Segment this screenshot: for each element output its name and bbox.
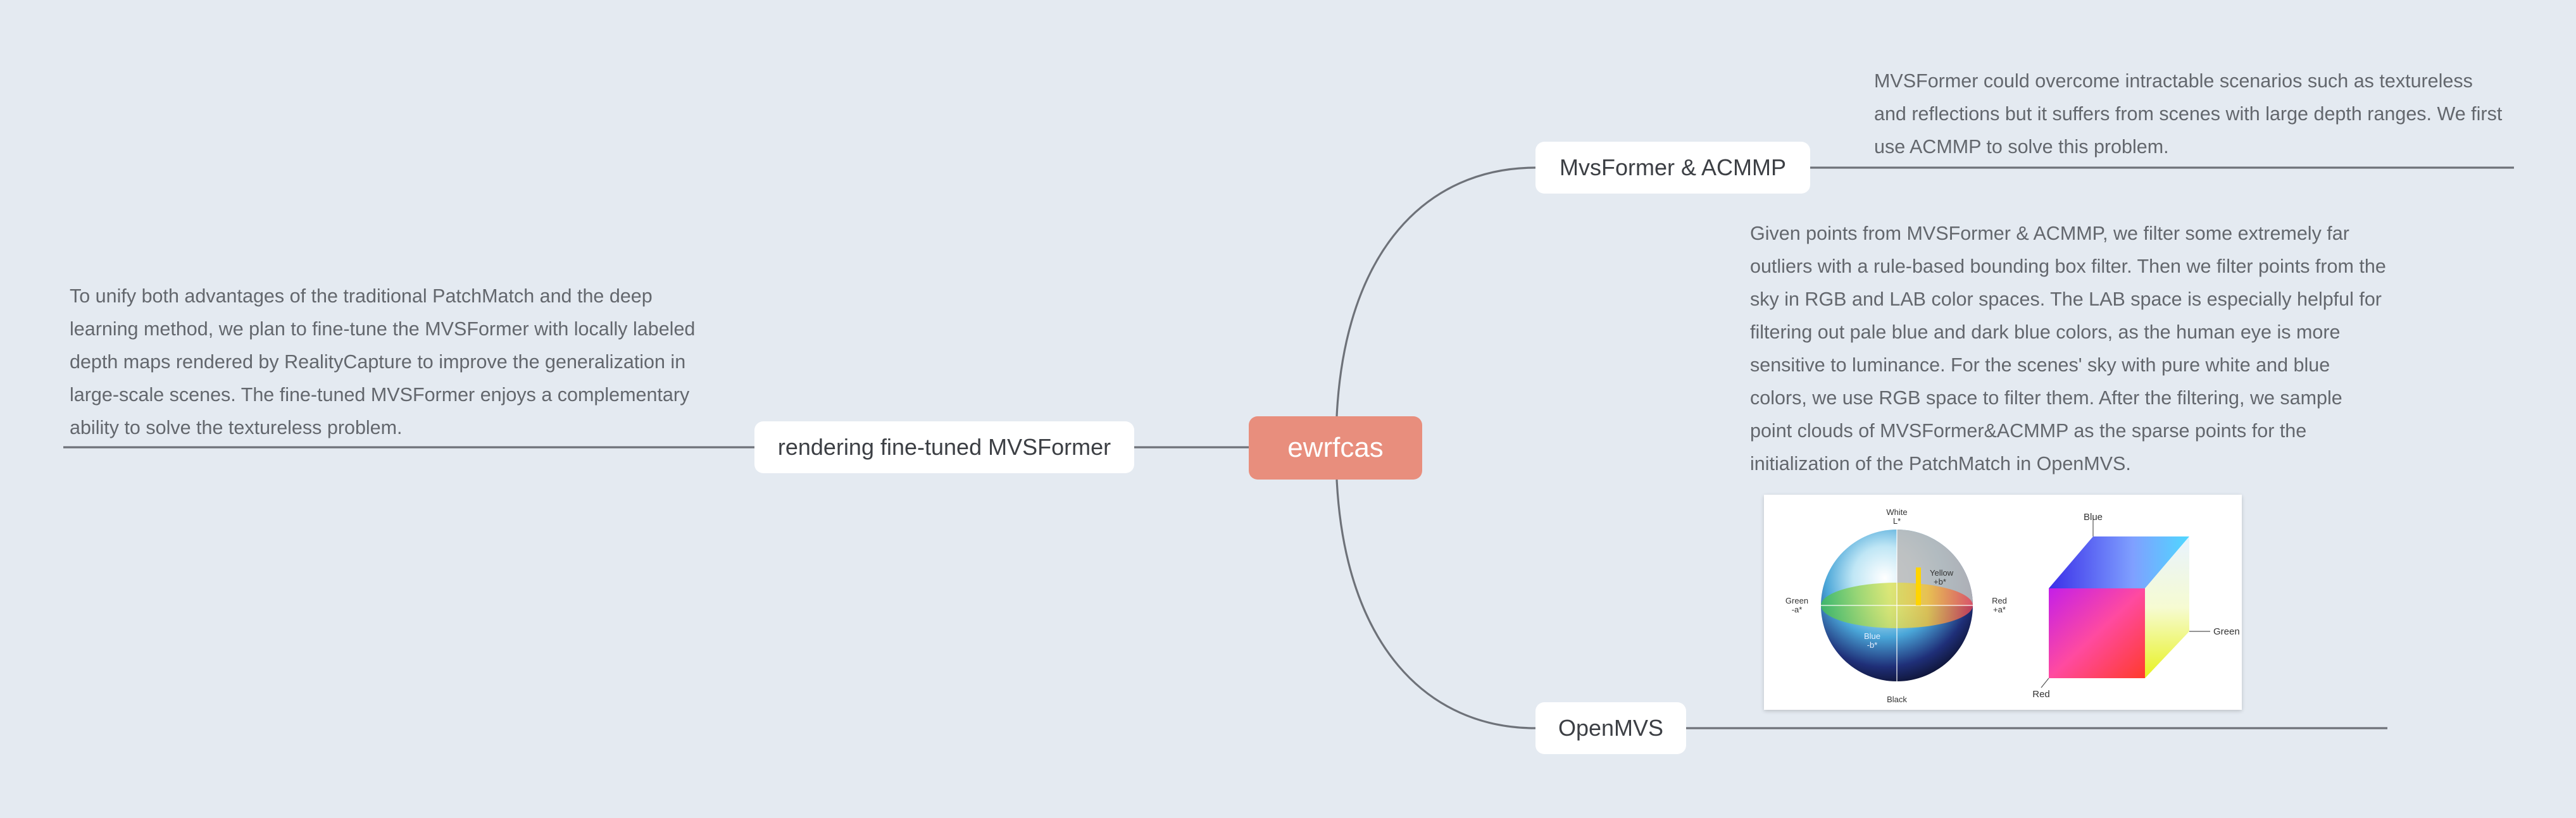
lab-label-black: Black [1887, 695, 1907, 704]
connector-root-to-openmvs [1335, 479, 1536, 729]
rgb-label-green: Green [2213, 626, 2240, 637]
topic-label: rendering fine-tuned MVSFormer [777, 434, 1111, 460]
lab-label-blue: Blue [1864, 631, 1880, 641]
note-rendering-finetuned-mvsformer: To unify both advantages of the traditio… [70, 285, 696, 438]
lab-label-red: Red [1992, 596, 2007, 605]
lab-label-plus-a: +a* [1993, 605, 2006, 614]
topic-mvsformer-acmmp[interactable]: MvsFormer & ACMMP [1535, 142, 1810, 194]
topic-rendering-finetuned-mvsformer[interactable]: rendering fine-tuned MVSFormer [754, 421, 1134, 473]
lab-label-white: White [1886, 507, 1907, 517]
lab-label-minus-a: -a* [1792, 605, 1803, 614]
note-openmvs: Given points from MVSFormer & ACMMP, we … [1750, 223, 2386, 474]
root-topic[interactable]: ewrfcas [1249, 416, 1422, 480]
rgb-label-blue: Blue [2084, 512, 2103, 523]
root-topic-label: ewrfcas [1287, 432, 1384, 463]
rgb-label-red: Red [2032, 689, 2050, 700]
topic-openmvs[interactable]: OpenMVS [1535, 702, 1686, 754]
note-mvsformer-acmmp: MVSFormer could overcome intractable sce… [1874, 70, 2503, 158]
topic-label: MvsFormer & ACMMP [1559, 154, 1786, 180]
connector-root-to-mvsformer [1335, 166, 1536, 417]
lab-label-plus-b: +b* [1934, 577, 1946, 586]
lab-label-green: Green [1785, 596, 1808, 605]
rgb-cube [2041, 517, 2210, 688]
color-space-figure: White L* Yellow +b* Green -a* Red +a* Bl… [1764, 495, 2242, 710]
lab-label-yellow: Yellow [1930, 568, 1954, 578]
color-space-illustration: White L* Yellow +b* Green -a* Red +a* Bl… [1785, 507, 2240, 704]
lab-sphere [1821, 530, 1973, 681]
lab-label-l-star: L* [1893, 516, 1901, 526]
topic-label: OpenMVS [1558, 715, 1664, 741]
lab-label-minus-b: -b* [1867, 640, 1878, 650]
